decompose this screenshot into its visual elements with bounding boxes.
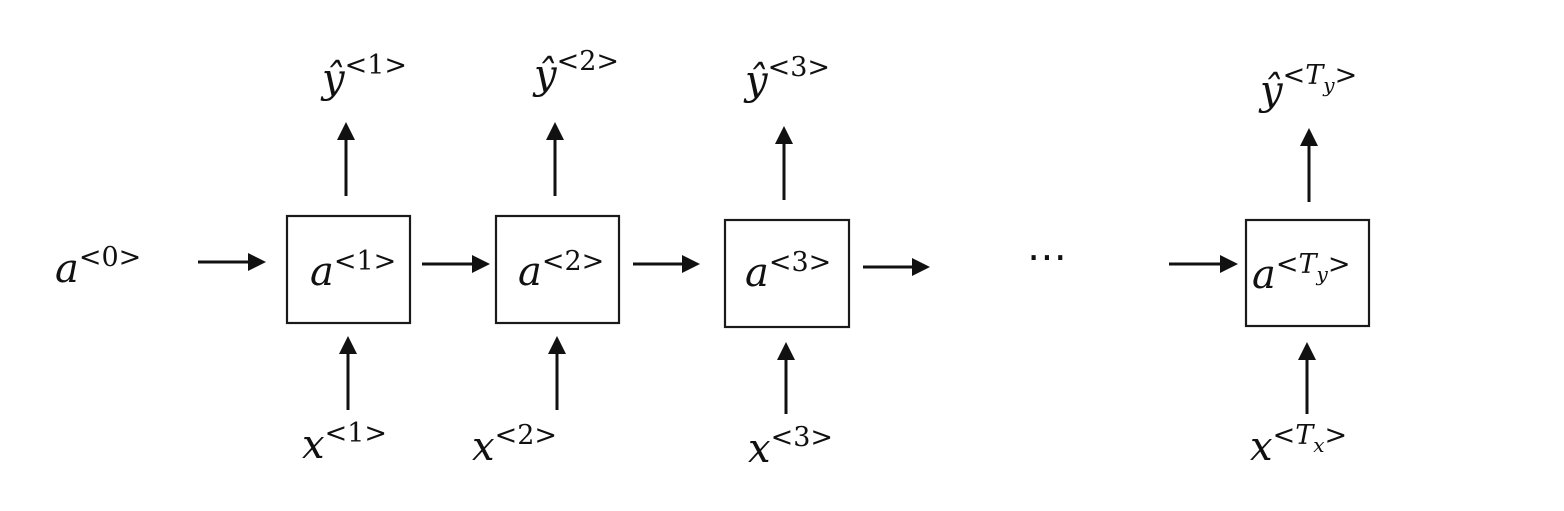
output-label: ŷ<2> bbox=[532, 46, 619, 98]
arrow-ellipsis-to-cellT bbox=[1169, 255, 1238, 273]
cell-state-label: a<3> bbox=[745, 247, 831, 296]
cell-box bbox=[723, 218, 851, 329]
output-arrow bbox=[775, 126, 793, 200]
cell-state-label: a<Ty> bbox=[1252, 249, 1350, 298]
arrow-cell2-to-cell3 bbox=[633, 255, 700, 273]
output-arrow bbox=[337, 122, 355, 196]
input-arrow bbox=[339, 336, 357, 410]
input-arrow bbox=[1298, 342, 1316, 414]
arrow-cell1-to-cell2 bbox=[422, 255, 490, 273]
input-label: x<2> bbox=[472, 420, 557, 470]
rnn-cell-1: a<1> ŷ<1> x<1> bbox=[285, 50, 412, 468]
rnn-cell-2: a<2> ŷ<2> x<2> bbox=[472, 46, 621, 470]
rnn-cell-t-y: a<Ty> ŷ<Ty> x<Tx> bbox=[1244, 60, 1371, 470]
output-label: ŷ<1> bbox=[320, 50, 407, 102]
cell-box bbox=[1244, 218, 1371, 328]
cell-box bbox=[285, 214, 412, 325]
input-label: x<1> bbox=[302, 418, 387, 468]
rnn-cell-3: a<3> ŷ<3> x<3> bbox=[723, 52, 851, 472]
output-arrow bbox=[1300, 128, 1318, 202]
input-arrow bbox=[777, 342, 795, 414]
initial-state-label: a<0> bbox=[55, 242, 141, 292]
input-arrow bbox=[548, 336, 566, 410]
output-arrow bbox=[546, 122, 564, 196]
ellipsis: ⋯ bbox=[1027, 234, 1067, 280]
output-label: ŷ<3> bbox=[743, 52, 830, 104]
arrow-cell3-to-ellipsis bbox=[863, 258, 930, 276]
arrow-a0-to-cell1 bbox=[198, 253, 266, 271]
input-label: x<Tx> bbox=[1250, 420, 1347, 470]
output-label: ŷ<Ty> bbox=[1258, 60, 1357, 114]
cell-box bbox=[494, 214, 621, 325]
cell-state-label: a<1> bbox=[310, 246, 396, 295]
input-label: x<3> bbox=[748, 422, 833, 472]
cell-state-label: a<2> bbox=[518, 246, 604, 295]
